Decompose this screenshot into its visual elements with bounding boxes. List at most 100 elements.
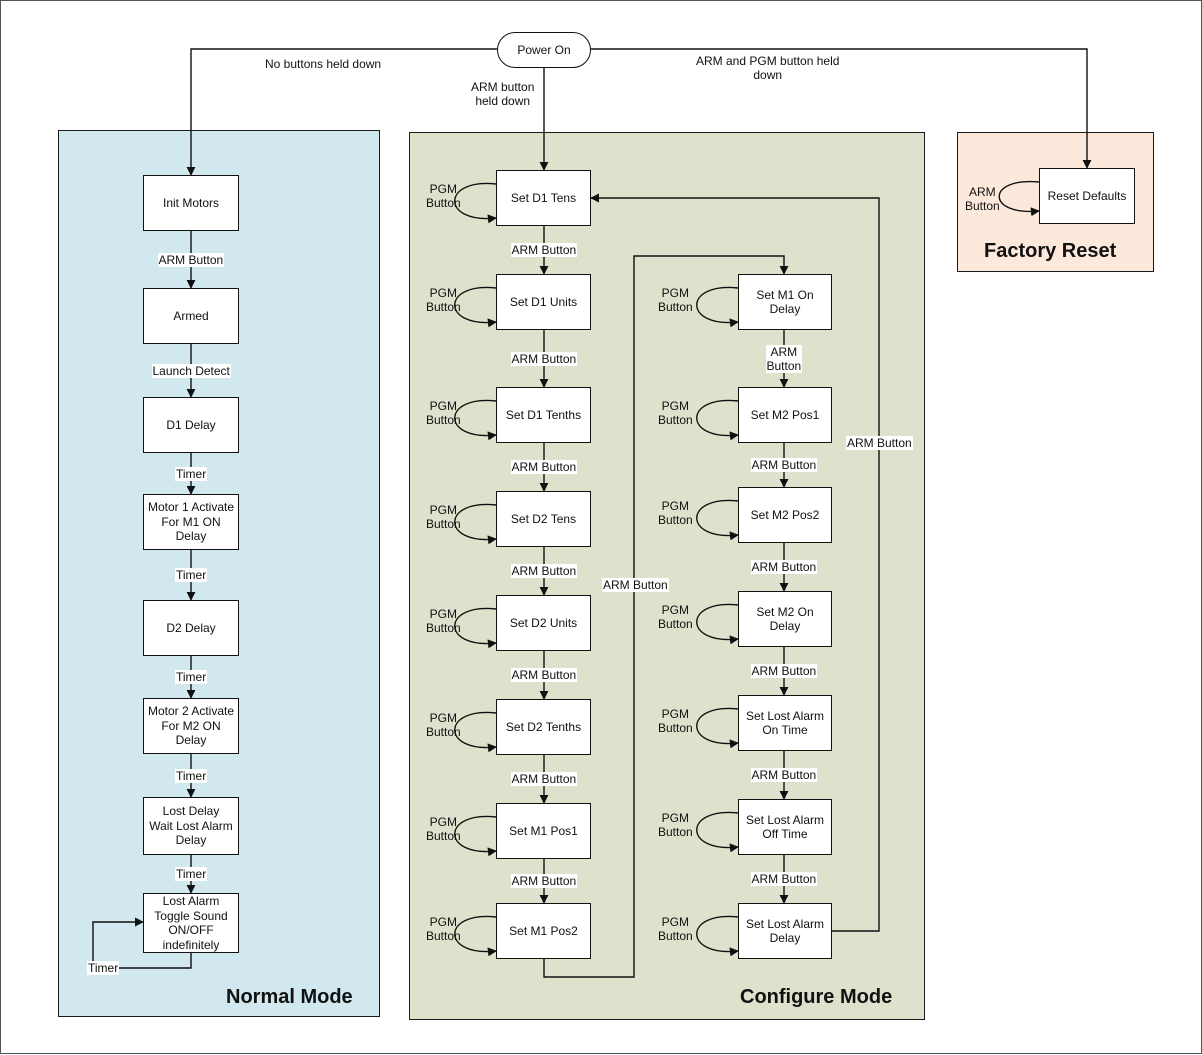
config-right-transition-label-5: ARM Button [750,768,818,782]
config-right-node-6-label: Set Lost Alarm Off Time [745,812,825,842]
config-right-pgm-loop-2-label: PGM Button [658,399,693,427]
config-right-node-1: Set M1 On Delay [738,274,832,330]
normal-mode-title: Normal Mode [226,986,353,1008]
config-left-pgm-loop-7-label: PGM Button [426,815,461,843]
config-left-node-1: Set D1 Tens [496,170,591,226]
config-left-pgm-loop-3-label: PGM Button [426,399,461,427]
normal-node-2-label: Armed [173,308,209,323]
config-left-pgm-loop-2 [454,286,497,328]
config-left-transition-label-3: ARM Button [510,460,578,474]
normal-node-7-label: Lost Delay Wait Lost Alarm Delay [149,804,233,848]
config-left-transition-label-1: ARM Button [510,243,578,257]
config-left-transition-label-7: ARM Button [510,874,578,888]
config-right-node-7-label: Set Lost Alarm Delay [745,916,825,946]
factory-reset-title: Factory Reset [984,240,1117,262]
normal-node-1: Init Motors [143,175,239,231]
config-right-node-5: Set Lost Alarm On Time [738,695,832,751]
config-left-pgm-loop-6 [454,711,497,753]
config-right-transition-label-2: ARM Button [750,458,818,472]
normal-node-4: Motor 1 Activate For M1 ON Delay [143,494,239,550]
config-left-transition-label-6: ARM Button [510,772,578,786]
config-right-node-3: Set M2 Pos2 [738,487,832,543]
config-left-node-5-label: Set D2 Units [509,615,578,630]
config-right-pgm-loop-7 [696,915,739,957]
config-left-node-5: Set D2 Units [496,595,591,651]
config-right-pgm-loop-2 [696,399,739,441]
config-right-transition-label-1: ARM Button [765,344,803,373]
configure-mode-panel: Configure Mode [409,132,925,1020]
power-on-label: Power On [517,43,571,57]
config-right-pgm-loop-4-label: PGM Button [658,603,693,631]
config-right-pgm-loop-3 [696,499,739,541]
cross-column-edge [543,255,789,978]
config-right-pgm-loop-1-label: PGM Button [658,286,693,314]
return-edge [590,193,880,932]
factory-loop-label: ARM Button [965,185,1000,213]
config-left-node-4: Set D2 Tens [496,491,591,547]
normal-node-5-label: D2 Delay [166,620,216,635]
branch-edge-normal [186,48,497,176]
config-left-pgm-loop-6-label: PGM Button [426,711,461,739]
config-left-node-7: Set M1 Pos1 [496,803,591,859]
config-left-pgm-loop-4-label: PGM Button [426,503,461,531]
branch-label-configure: ARM button held down [471,80,535,108]
normal-loop-label: Timer [87,961,120,975]
config-left-node-6-label: Set D2 Tenths [505,719,582,734]
config-right-pgm-loop-5-label: PGM Button [658,707,693,735]
cross-column-label: ARM Button [602,578,669,592]
config-left-node-8-label: Set M1 Pos2 [509,923,578,938]
config-right-transition-label-6: ARM Button [750,872,818,886]
normal-transition-label-7: Timer [175,867,208,881]
branch-label-normal: No buttons held down [265,57,382,71]
config-left-node-3: Set D1 Tenths [496,387,591,443]
config-right-pgm-loop-6-label: PGM Button [658,811,693,839]
branch-edge-factory [591,48,1092,169]
config-left-pgm-loop-8-label: PGM Button [426,915,461,943]
config-left-transition-label-5: ARM Button [510,668,578,682]
config-right-node-1-label: Set M1 On Delay [756,287,814,317]
config-right-pgm-loop-3-label: PGM Button [658,499,693,527]
config-right-pgm-loop-7-label: PGM Button [658,915,693,943]
config-right-transition-label-4: ARM Button [750,664,818,678]
power-on-start: Power On [497,32,591,68]
normal-node-8-label: Lost Alarm Toggle Sound ON/OFF indefinit… [154,894,228,952]
normal-node-3: D1 Delay [143,397,239,453]
config-left-node-8: Set M1 Pos2 [496,903,591,959]
config-left-node-2: Set D1 Units [496,274,591,330]
config-left-node-1-label: Set D1 Tens [510,190,577,205]
config-left-pgm-loop-7 [454,815,497,857]
config-right-node-3-label: Set M2 Pos2 [750,507,820,522]
normal-node-5: D2 Delay [143,600,239,656]
config-left-node-4-label: Set D2 Tens [510,511,577,526]
branch-label-factory: ARM and PGM button held down [696,54,840,82]
config-right-node-4-label: Set M2 On Delay [756,604,814,634]
normal-transition-label-1: ARM Button [157,252,225,267]
config-left-pgm-loop-1-label: PGM Button [426,182,461,210]
config-left-pgm-loop-3 [454,399,497,441]
config-right-pgm-loop-4 [696,603,739,645]
normal-transition-label-2: Launch Detect [151,363,231,378]
node-reset-defaults: Reset Defaults [1039,168,1135,224]
config-right-pgm-loop-5 [696,707,739,749]
normal-mode-panel: Normal Mode [58,130,380,1017]
config-left-node-6: Set D2 Tenths [496,699,591,755]
config-left-pgm-loop-4 [454,503,497,545]
normal-transition-label-3: Timer [175,466,208,481]
config-right-pgm-loop-1 [696,286,739,328]
normal-transition-label-4: Timer [175,568,208,582]
config-left-pgm-loop-5-label: PGM Button [426,607,461,635]
config-left-transition-label-2: ARM Button [510,351,578,366]
normal-node-8: Lost Alarm Toggle Sound ON/OFF indefinit… [143,893,239,953]
config-left-transition-label-4: ARM Button [510,564,578,578]
config-right-node-5-label: Set Lost Alarm On Time [745,708,825,738]
node-reset-defaults-label: Reset Defaults [1047,188,1127,203]
config-right-node-7: Set Lost Alarm Delay [738,903,832,959]
config-left-pgm-loop-8 [454,915,497,957]
config-left-pgm-loop-2-label: PGM Button [426,286,461,314]
factory-loop-edge [998,180,1040,217]
normal-node-3-label: D1 Delay [166,417,216,432]
config-right-node-2: Set M2 Pos1 [738,387,832,443]
config-right-node-4: Set M2 On Delay [738,591,832,647]
